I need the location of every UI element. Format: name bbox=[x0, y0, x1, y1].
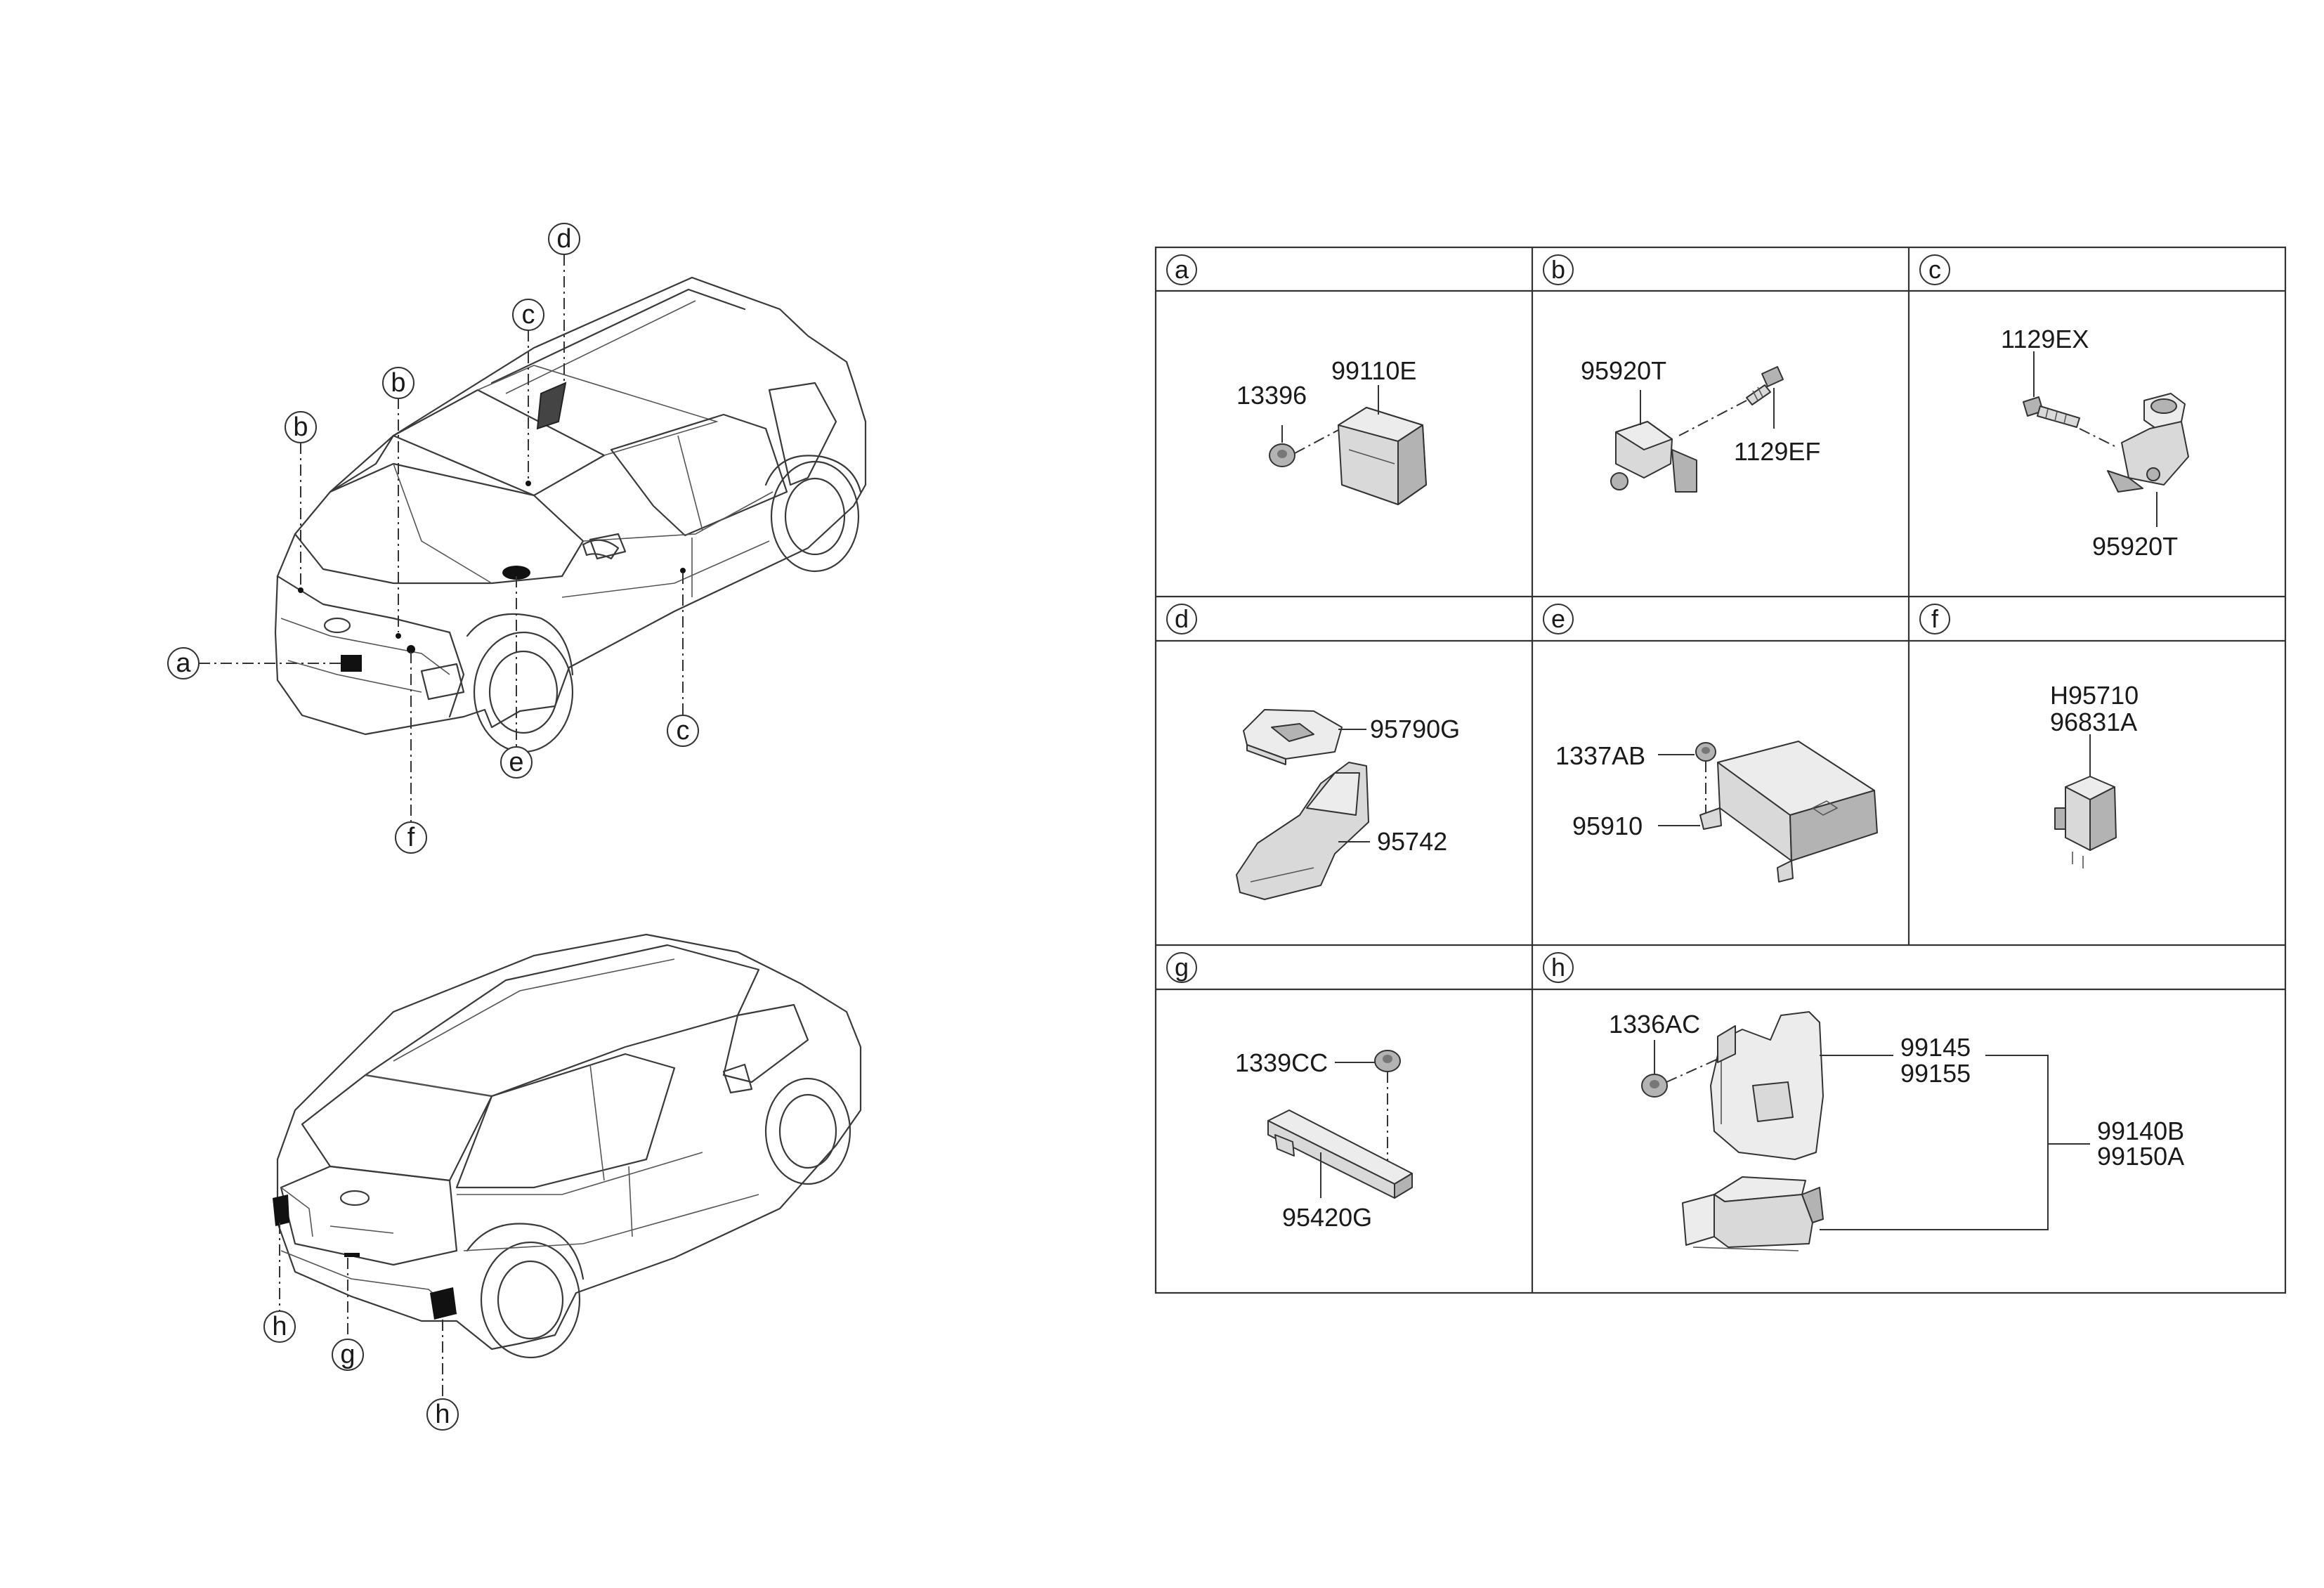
cell-letter: h bbox=[1551, 953, 1565, 982]
front-callout-b-right[interactable]: b bbox=[382, 367, 414, 399]
part-number: 1337AB bbox=[1555, 741, 1645, 770]
cell-header-a[interactable]: a bbox=[1166, 254, 1197, 285]
rear-car-illustration bbox=[273, 933, 862, 1359]
cell-header-h[interactable]: h bbox=[1543, 952, 1574, 983]
callout-label: d bbox=[556, 224, 571, 254]
cell-letter: f bbox=[1931, 604, 1939, 633]
front-callout-leaders bbox=[199, 254, 684, 822]
part-number: 95790G bbox=[1370, 715, 1460, 743]
front-car-illustration bbox=[274, 276, 867, 753]
cell-letter: b bbox=[1551, 255, 1565, 284]
part-number: 95742 bbox=[1377, 827, 1447, 856]
callout-label: f bbox=[407, 823, 415, 852]
bracket-icon[interactable] bbox=[1710, 1011, 1824, 1160]
part-number: 99150A bbox=[2097, 1142, 2184, 1171]
part-number: 96831A bbox=[2050, 708, 2137, 736]
camera-module-icon[interactable] bbox=[1243, 709, 1343, 765]
bolt-icon[interactable] bbox=[2023, 396, 2080, 428]
cell-letter: g bbox=[1175, 953, 1189, 982]
nut-icon[interactable] bbox=[1695, 742, 1716, 762]
impact-sensor-icon[interactable] bbox=[2107, 393, 2189, 493]
cell-letter: c bbox=[1928, 255, 1941, 284]
part-number: 1129EF bbox=[1734, 437, 1820, 466]
callout-label: e bbox=[509, 748, 523, 777]
callout-label: g bbox=[340, 1340, 355, 1369]
front-callout-a[interactable]: a bbox=[167, 647, 200, 679]
callout-label: c bbox=[677, 716, 690, 746]
bolt-icon[interactable] bbox=[1746, 366, 1784, 405]
part-number: 95910 bbox=[1572, 812, 1643, 840]
cell-g-parts: 1339CC 95420G bbox=[1235, 1048, 1413, 1232]
cell-header-g[interactable]: g bbox=[1166, 952, 1197, 983]
relay-icon[interactable] bbox=[2054, 776, 2117, 868]
rear-callout-h-right[interactable]: h bbox=[426, 1398, 459, 1431]
rear-callout-h-left[interactable]: h bbox=[263, 1310, 296, 1343]
cell-header-e[interactable]: e bbox=[1543, 604, 1574, 634]
part-number: 95420G bbox=[1282, 1203, 1372, 1232]
rear-callout-leaders bbox=[279, 1223, 443, 1398]
callout-label: b bbox=[391, 368, 405, 398]
cell-header-b[interactable]: b bbox=[1543, 254, 1574, 285]
callout-label: b bbox=[293, 412, 308, 442]
cell-f-parts: H95710 96831A bbox=[2050, 681, 2139, 868]
parts-table-grid bbox=[1154, 246, 2287, 1294]
part-number: 1339CC bbox=[1235, 1048, 1328, 1077]
rear-callout-g[interactable]: g bbox=[332, 1339, 364, 1371]
cell-b-parts: 95920T 1129EF bbox=[1581, 356, 1820, 493]
part-number: 99155 bbox=[1900, 1059, 1971, 1088]
nut-icon[interactable] bbox=[1374, 1050, 1401, 1072]
impact-sensor-icon[interactable] bbox=[1610, 421, 1697, 493]
part-number: 1336AC bbox=[1609, 1010, 1700, 1039]
sensor-bar-icon[interactable] bbox=[1267, 1109, 1413, 1199]
front-callout-c[interactable]: c bbox=[512, 299, 544, 331]
front-callout-c-side[interactable]: c bbox=[667, 715, 699, 747]
cell-c-parts: 1129EX 95920T bbox=[2001, 325, 2189, 561]
nut-icon[interactable] bbox=[1269, 443, 1295, 467]
cell-a-parts: 13396 99110E bbox=[1236, 356, 1427, 505]
part-number: 99145 bbox=[1900, 1033, 1971, 1062]
part-number: 99110E bbox=[1331, 356, 1416, 385]
front-callout-b-left[interactable]: b bbox=[285, 411, 317, 443]
callout-label: a bbox=[176, 649, 191, 678]
callout-label: c bbox=[522, 300, 535, 330]
cell-letter: a bbox=[1175, 255, 1189, 284]
part-number: H95710 bbox=[2050, 681, 2139, 710]
callout-label: h bbox=[435, 1400, 450, 1429]
cell-header-c[interactable]: c bbox=[1919, 254, 1950, 285]
front-callout-e[interactable]: e bbox=[500, 746, 533, 779]
radar-unit-icon[interactable] bbox=[1682, 1176, 1824, 1251]
cell-e-parts: 1337AB 95910 bbox=[1555, 741, 1878, 883]
control-unit-icon[interactable] bbox=[1699, 741, 1878, 883]
cell-h-parts: 1336AC 99145 99155 99140B 99150A bbox=[1609, 1010, 2184, 1251]
camera-cover-icon[interactable] bbox=[1236, 762, 1369, 900]
cell-letter: d bbox=[1175, 604, 1189, 633]
nut-icon[interactable] bbox=[1641, 1074, 1668, 1098]
front-callout-f[interactable]: f bbox=[395, 821, 427, 854]
cell-letter: e bbox=[1551, 604, 1565, 633]
cell-d-parts: 95790G 95742 bbox=[1236, 709, 1460, 900]
part-number: 95920T bbox=[1581, 356, 1666, 385]
part-number: 95920T bbox=[2092, 532, 2178, 561]
part-number: 13396 bbox=[1236, 381, 1307, 410]
part-number: 1129EX bbox=[2001, 325, 2089, 353]
callout-label: h bbox=[272, 1312, 287, 1341]
part-number: 99140B bbox=[2097, 1117, 2184, 1145]
cell-header-d[interactable]: d bbox=[1166, 604, 1197, 634]
radar-module-icon[interactable] bbox=[1338, 407, 1427, 505]
front-callout-d[interactable]: d bbox=[548, 223, 580, 255]
cell-header-f[interactable]: f bbox=[1919, 604, 1950, 634]
